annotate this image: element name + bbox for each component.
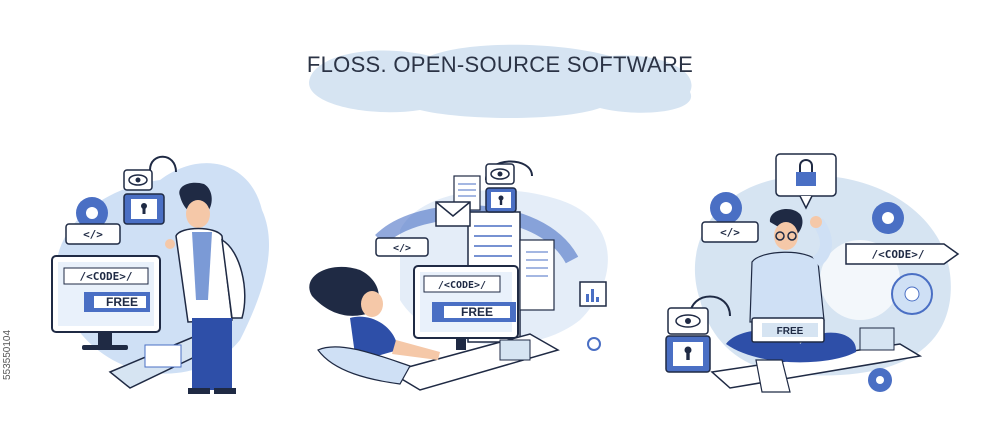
code-tag-label: </> (720, 226, 740, 239)
code-label-arrow: /<CODE>/ (845, 243, 960, 265)
code-label: /<CODE>/ (438, 280, 486, 291)
person-woman (309, 266, 440, 385)
free-label: FREE (461, 305, 493, 319)
keyhole-icon (123, 193, 165, 225)
monitor: /<CODE>/ FREE (51, 255, 161, 350)
gear-icon (868, 368, 892, 392)
chart-icon (579, 281, 607, 307)
stock-id-label: 553550104 (2, 329, 13, 380)
envelope-icon (435, 201, 471, 227)
eye-icon (667, 307, 709, 335)
gear-icon (891, 273, 933, 315)
code-label: /<CODE>/ (80, 270, 133, 283)
keyhole-icon (485, 187, 517, 213)
code-tag-icon: </> (375, 237, 429, 257)
code-tag-icon: </> (65, 223, 121, 245)
scene-1: </> /<CODE>/ (51, 155, 270, 394)
free-label: FREE (106, 295, 138, 309)
gear-icon (872, 202, 904, 234)
eye-icon (485, 163, 515, 185)
gear-icon (710, 192, 742, 224)
monitor: /<CODE>/ FREE (413, 265, 519, 350)
scene-3: </> /<CODE>/ (665, 153, 960, 393)
code-label: /<CODE>/ (872, 248, 925, 261)
person-laptop-user: FREE (726, 208, 857, 393)
free-label: FREE (777, 326, 804, 337)
lock-icon (775, 153, 837, 210)
person-developer (165, 182, 246, 394)
code-tag-label: </> (393, 243, 411, 254)
gear-icon (76, 197, 108, 229)
keyhole-icon (665, 335, 711, 373)
eye-icon (123, 169, 153, 191)
code-tag-label: </> (83, 228, 103, 241)
code-tag-icon: </> (701, 221, 759, 243)
scene-2: </> /<CODE>/ FREE (309, 160, 608, 391)
page-title: FLOSS. OPEN-SOURCE SOFTWARE (306, 52, 694, 77)
